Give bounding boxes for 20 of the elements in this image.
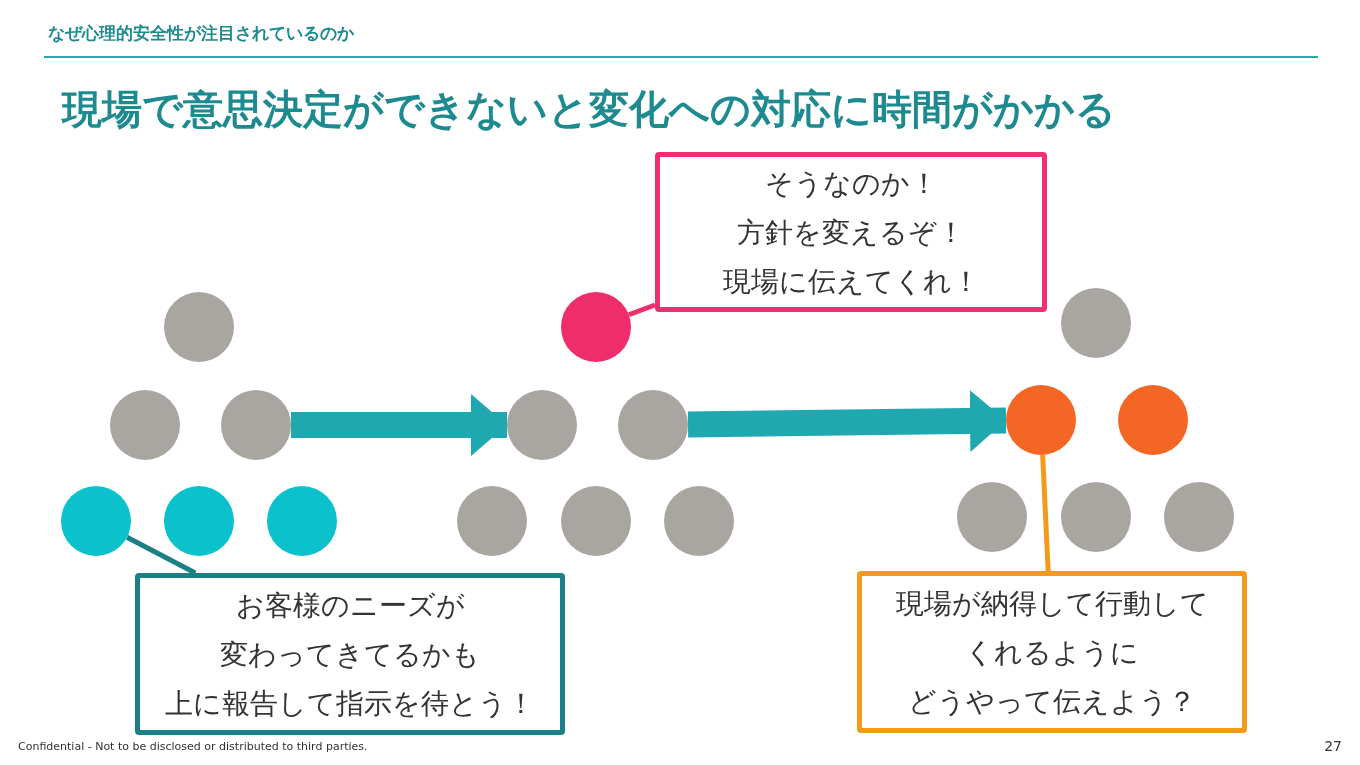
bubble-text: 変わってきてるかも [220, 636, 480, 673]
bubble-text: 方針を変えるぞ！ [737, 214, 965, 251]
slide-title: 現場で意思決定ができないと変化への対応に時間がかかる [62, 85, 1116, 134]
footer-note: Confidential - Not to be disclosed or distributed to third parties. [18, 740, 368, 753]
bubble-text: 現場が納得して行動して [895, 585, 1209, 622]
speech-bubble-tail [1040, 454, 1051, 572]
bubble-text: どうやって伝えよう？ [908, 683, 1196, 720]
bubble-text: くれるように [965, 634, 1139, 671]
speech-bubble [655, 152, 1047, 312]
section-heading: なぜ心理的安全性が注目されているのか [48, 22, 354, 45]
bubble-text: 上に報告して指示を待とう！ [165, 685, 535, 722]
speech-bubble [135, 573, 565, 735]
bubble-text: 現場に伝えてくれ！ [722, 263, 980, 300]
speech-bubble-tail [627, 302, 656, 318]
arrow [687, 389, 1007, 452]
bubble-text: そうなのか！ [764, 165, 938, 202]
speech-bubble [857, 571, 1247, 733]
arrow [291, 394, 507, 456]
bubble-text: お客様のニーズが [235, 587, 465, 624]
page-number: 27 [1324, 738, 1342, 754]
